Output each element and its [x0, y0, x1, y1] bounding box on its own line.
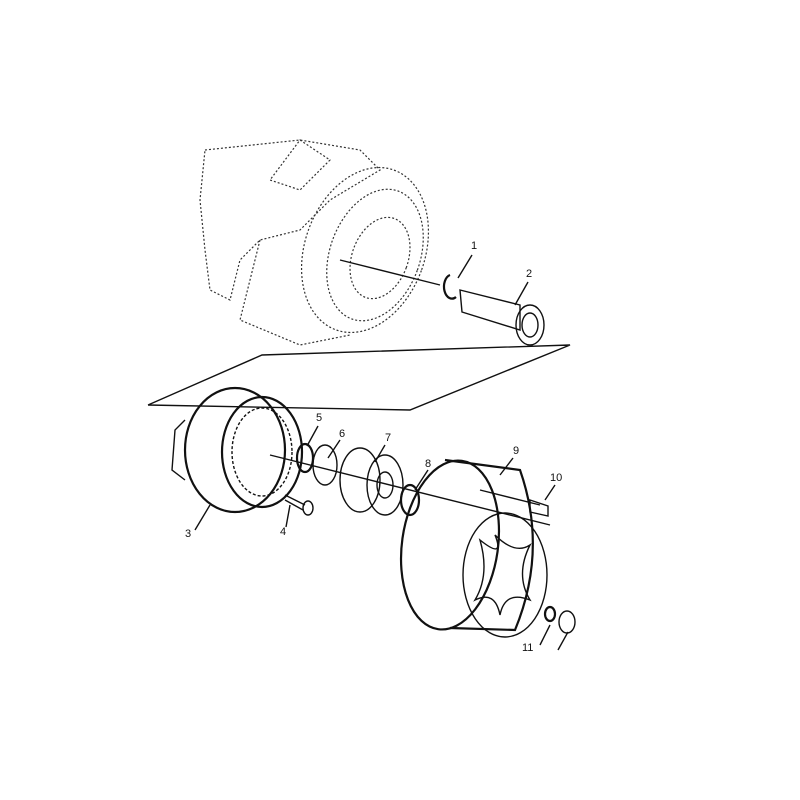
small-gear-part [312, 444, 338, 486]
callout-4: 4 [280, 526, 287, 538]
thrust-washer-part [295, 442, 315, 474]
callout-3: 3 [185, 528, 192, 540]
drain-plug-part [558, 610, 576, 634]
reference-plane [147, 344, 571, 411]
callout-8: 8 [425, 458, 432, 470]
planet-carrier-hub-part [399, 458, 548, 638]
transmission-housing-outline [199, 139, 430, 346]
splined-shaft-part [459, 289, 545, 346]
axis-line [339, 259, 441, 286]
callout-6: 6 [339, 428, 346, 440]
leader-lines [194, 254, 569, 651]
callout-9: 9 [513, 445, 520, 457]
bolt-part [284, 494, 314, 516]
seal-washer-part [543, 605, 557, 623]
cap-screw-part [479, 489, 549, 517]
snap-ring-part [442, 273, 457, 300]
callout-11: 11 [522, 642, 534, 654]
callout-7: 7 [385, 432, 392, 444]
callout-2: 2 [526, 268, 533, 280]
planet-gear-part [339, 447, 404, 516]
callout-1: 1 [471, 240, 478, 252]
callout-5: 5 [316, 412, 323, 424]
callout-10: 10 [550, 472, 563, 484]
spacer-washer-part [399, 483, 421, 517]
ring-gear-part [171, 386, 304, 514]
